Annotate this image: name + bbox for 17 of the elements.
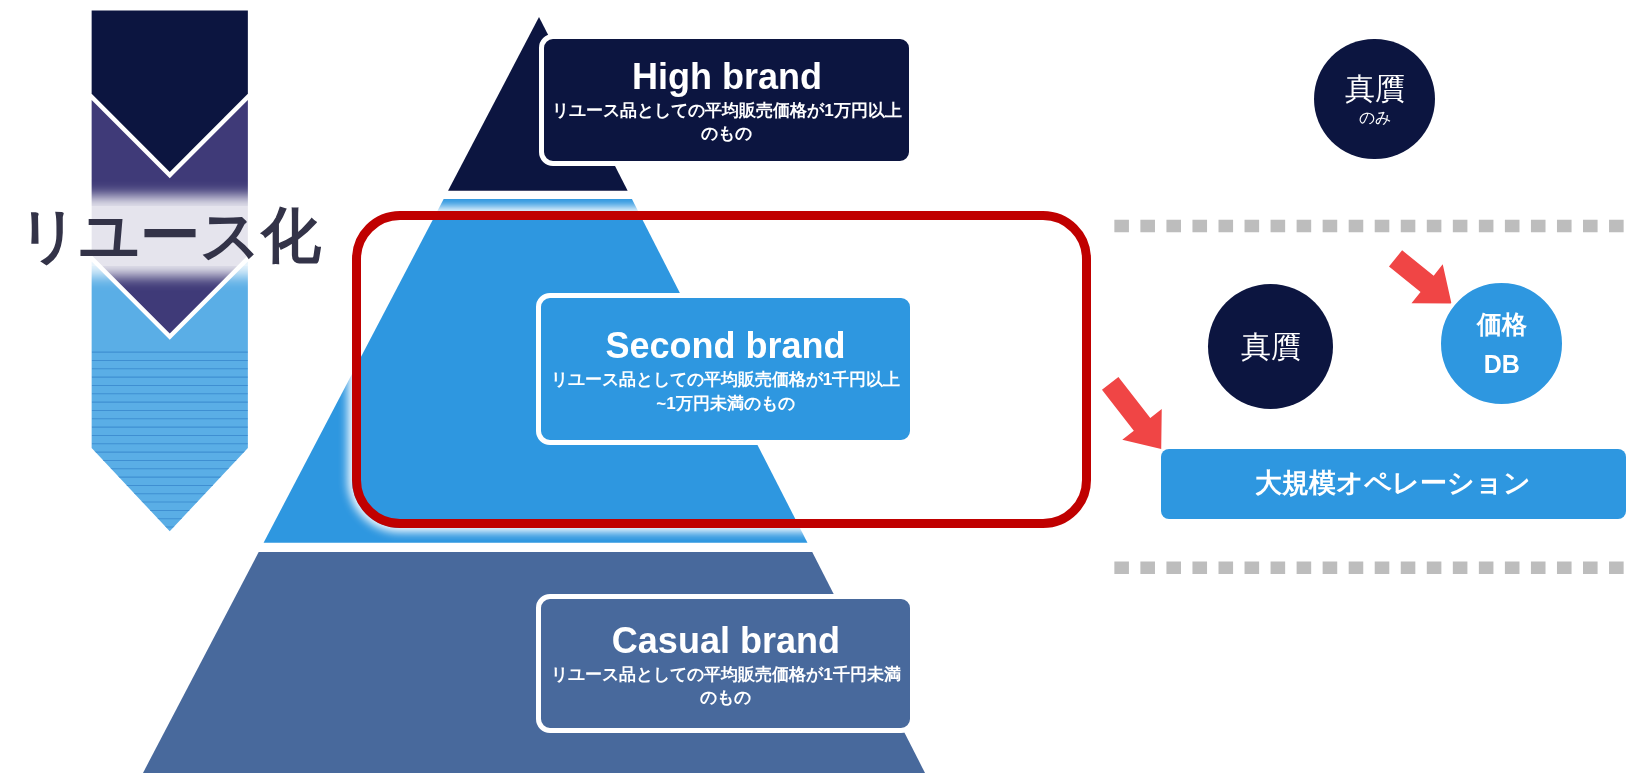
heading-text: 真贋 [1239, 329, 1302, 366]
operation-bar [1161, 448, 1626, 519]
vertical-process-label: リユース化 [14, 206, 325, 266]
body-text: リユース品としての平均販売価格が1万円以上のもの [551, 100, 903, 146]
body-text: のみ [1357, 107, 1392, 128]
heading-text: 真贋 [1343, 71, 1406, 108]
heading-text: 大規模オペレーション [1254, 467, 1533, 501]
block-arrow [1389, 250, 1452, 304]
body-text: リユース品としての平均販売価格が1千円以上~1万円未満のもの [549, 369, 902, 415]
block-arrow [1101, 377, 1162, 449]
body-text: リユース品としての平均販売価格が1千円未満のもの [550, 663, 902, 709]
heading-text: Casual brand [610, 618, 841, 663]
heading-text: Second brand [604, 324, 847, 369]
body-text: DB [1482, 348, 1521, 380]
highlight-frame [352, 211, 1092, 528]
heading-text: 価格 [1475, 308, 1528, 340]
heading-text: High brand [630, 55, 823, 100]
